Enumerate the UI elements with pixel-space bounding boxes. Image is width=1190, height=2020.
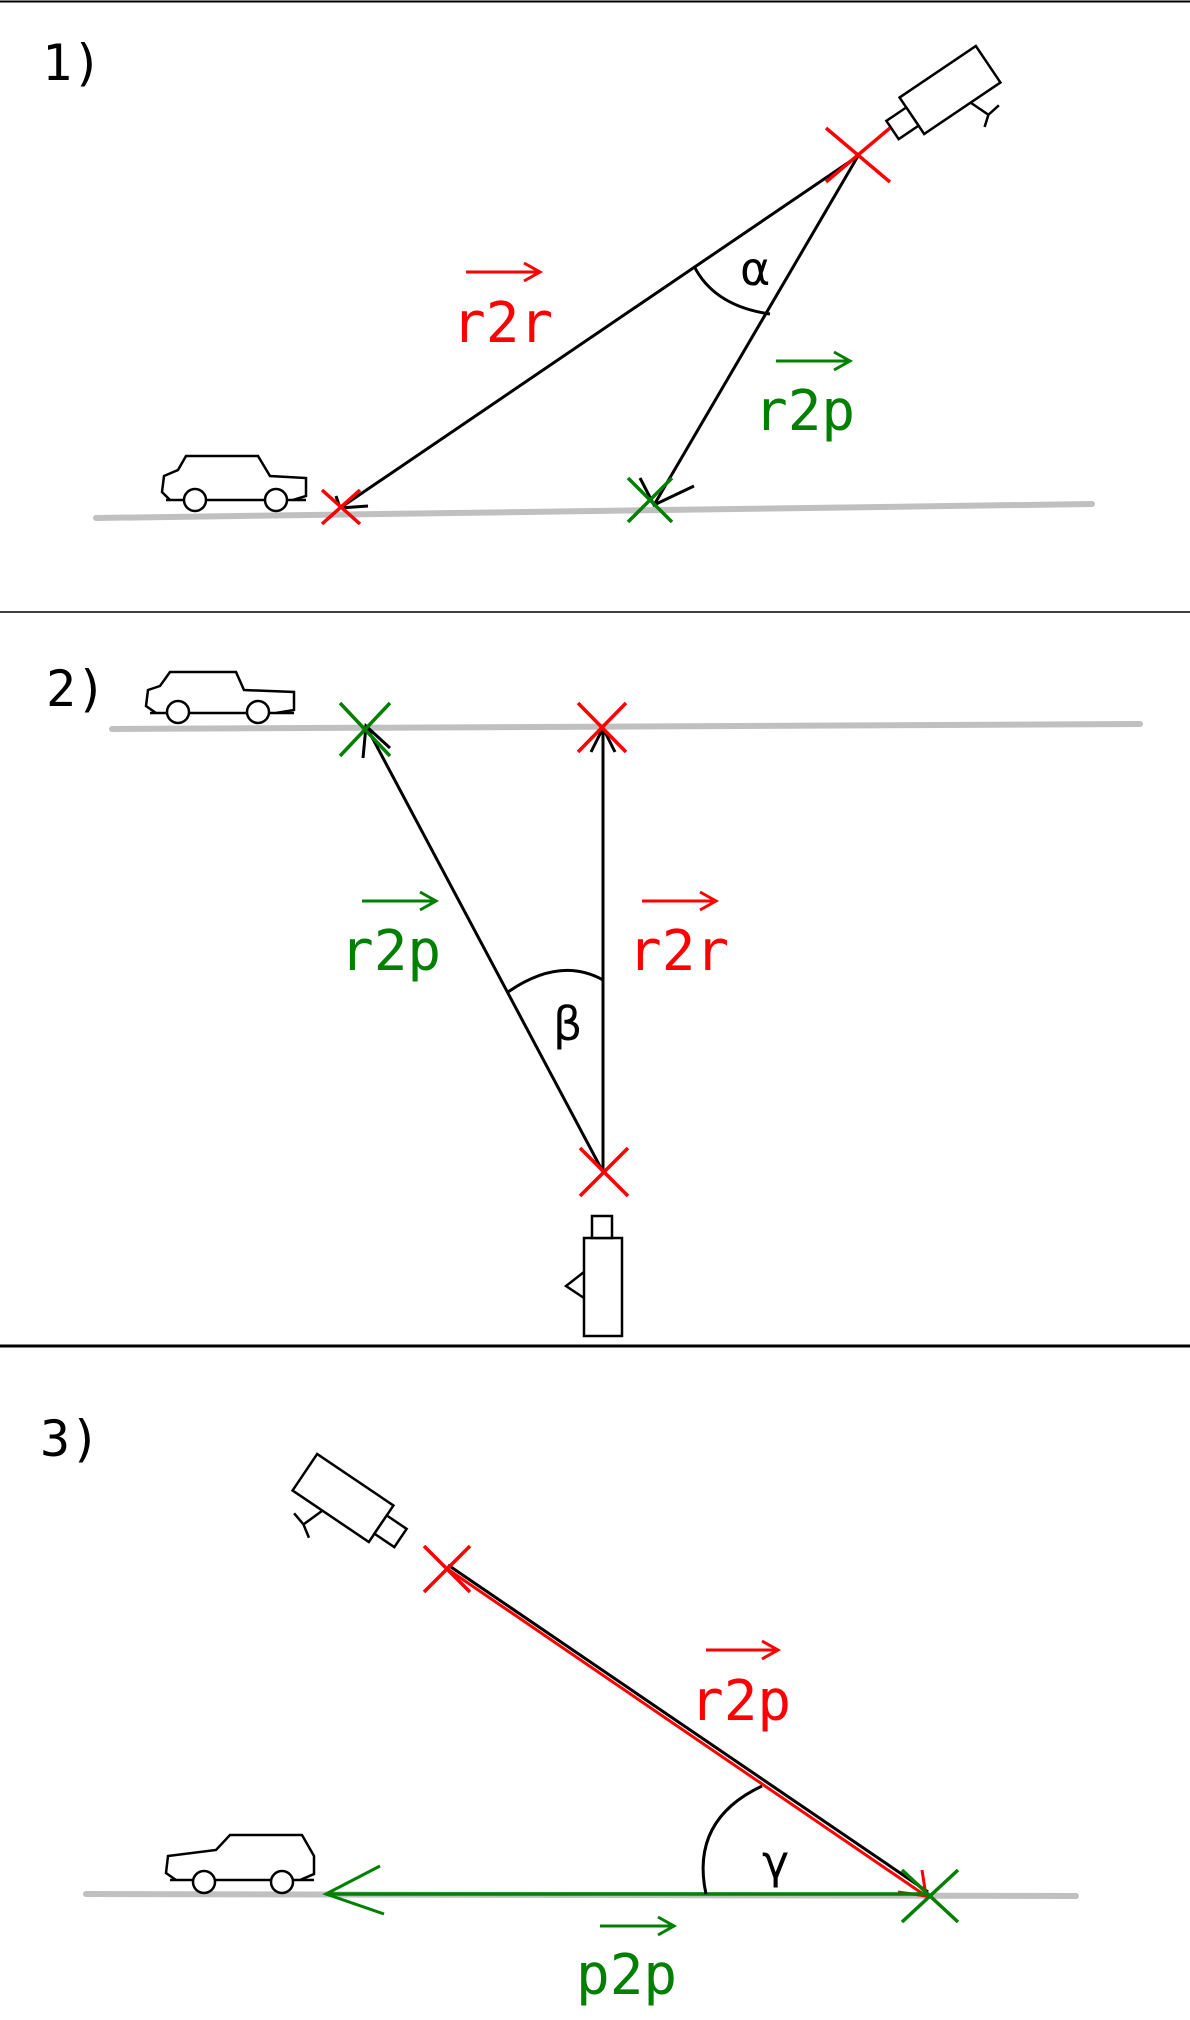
camera-icon: [563, 1214, 624, 1338]
angle-arc: [507, 968, 604, 994]
panel-number: 1): [42, 34, 102, 92]
panel-1: 1) r2: [42, 34, 1095, 526]
car-icon: [144, 670, 296, 725]
cross-marker: [900, 1868, 960, 1924]
car-icon: [164, 1833, 316, 1895]
vector-overline-head: [699, 890, 720, 912]
vector-label-p2p: p2p: [576, 1943, 677, 2008]
road: [93, 501, 1095, 521]
cross-marker: [320, 488, 362, 526]
angle-label-gamma: γ: [762, 1835, 789, 1889]
p2p-arrowhead: [322, 1864, 385, 1916]
road: [109, 721, 1143, 732]
vector-label-r2p: r2p: [690, 1669, 791, 1734]
cross-marker: [422, 1544, 472, 1594]
vector-label-r2p: r2p: [754, 379, 855, 444]
vector-overline-head: [761, 1639, 782, 1661]
angle-arc: [701, 1784, 763, 1895]
cross-marker: [824, 126, 892, 184]
panel-number: 3): [40, 1410, 100, 1468]
vector-overline-head: [523, 261, 544, 283]
car-icon: [160, 454, 308, 513]
vector-overline-head: [657, 1915, 678, 1937]
vector-label-r2r: r2r: [452, 291, 553, 356]
panel-number: 2): [46, 660, 106, 718]
vector-overline-head: [419, 890, 440, 912]
cross-marker: [576, 701, 628, 754]
panel-3: 3) r2p: [40, 1410, 1079, 2008]
r2r-vector: [339, 154, 859, 510]
r2p-vector: [364, 725, 605, 1173]
r2p-vector-shadow: [447, 1563, 929, 1894]
angle-arc: [692, 265, 771, 316]
r2p-vector: [652, 155, 860, 506]
camera-icon: [290, 1452, 409, 1549]
cross-marker: [626, 476, 674, 524]
vector-label-r2p: r2p: [340, 919, 441, 984]
vector-label-r2r: r2r: [628, 919, 729, 984]
angle-label-beta: β: [553, 997, 582, 1051]
cross-marker: [578, 1146, 630, 1198]
panel-2: 2) r2: [46, 660, 1143, 1338]
angle-label-alpha: α: [740, 242, 770, 296]
vector-overline-head: [833, 350, 854, 372]
camera-icon: [884, 44, 1003, 141]
cross-marker: [338, 701, 392, 758]
r2p-vector: [445, 1566, 927, 1898]
